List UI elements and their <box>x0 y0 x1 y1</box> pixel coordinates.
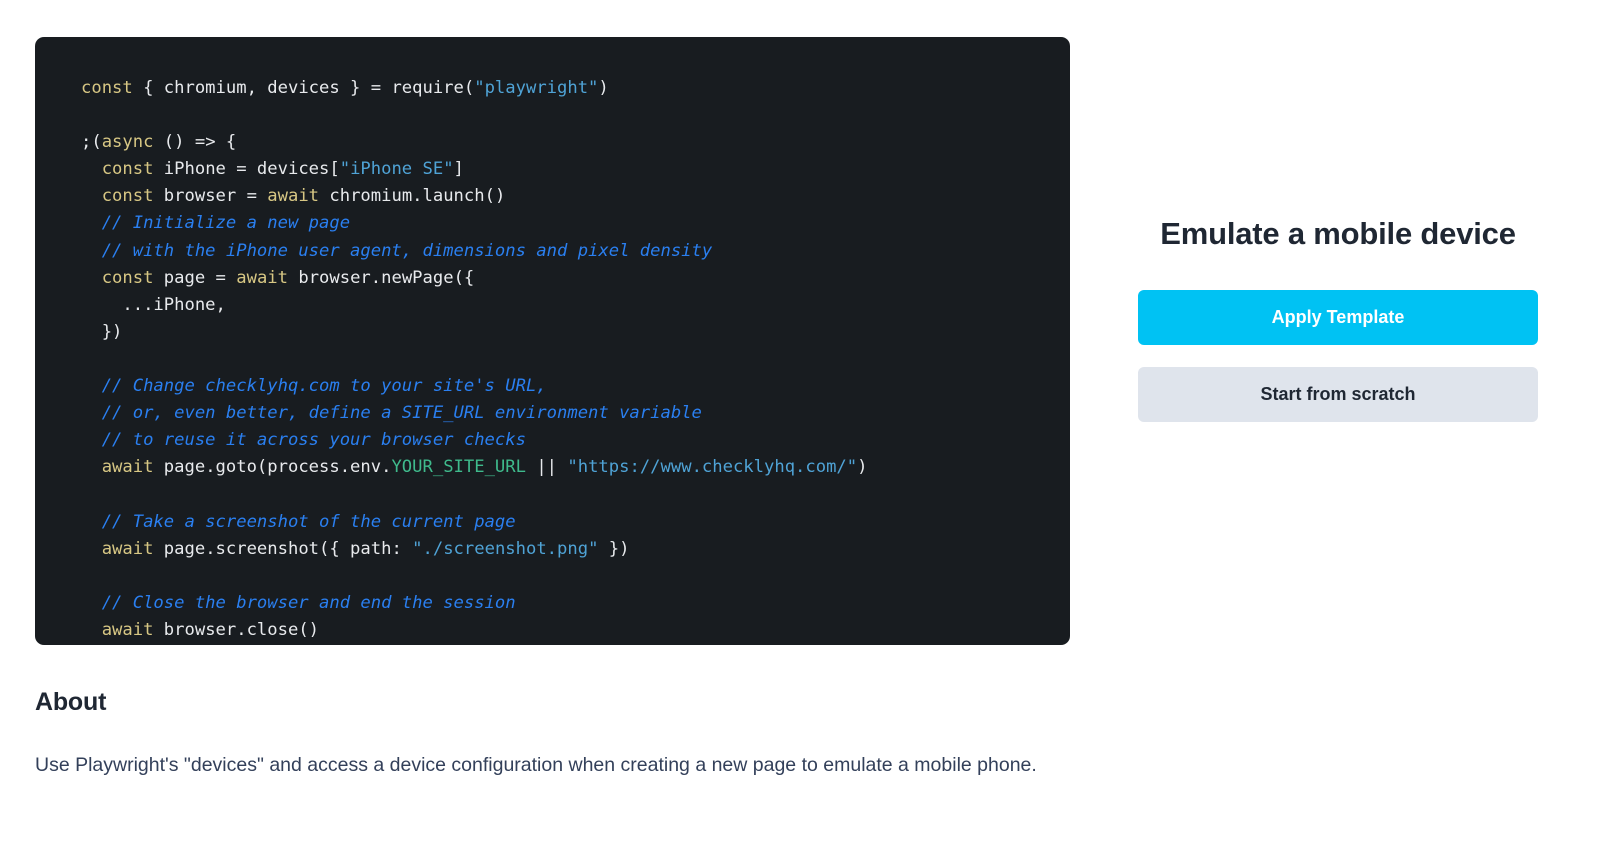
code-token: browser = <box>153 186 268 207</box>
code-token: "iPhone SE" <box>339 159 454 180</box>
about-heading: About <box>35 688 107 716</box>
code-token: const <box>101 186 154 207</box>
code-token: // with the iPhone user agent, dimension… <box>81 240 713 261</box>
code-token <box>81 539 102 559</box>
code-token: ) <box>598 78 609 98</box>
about-description: Use Playwright's "devices" and access a … <box>35 754 1037 776</box>
code-token: iPhone = devices[ <box>153 159 340 180</box>
code-token: page.goto(process.env. <box>153 457 392 478</box>
code-token: ;( <box>81 132 102 153</box>
code-token: // or, even better, define a SITE_URL en… <box>81 403 702 424</box>
code-token <box>81 457 102 477</box>
code-token: // Initialize a new page <box>81 213 351 234</box>
template-actions-panel: Emulate a mobile device Apply Template S… <box>1128 215 1548 444</box>
code-token: await <box>236 267 288 288</box>
code-token <box>81 159 102 179</box>
code-token: // Close the browser and end the session <box>81 592 516 613</box>
code-token: "https://www.checklyhq.com/" <box>567 457 858 478</box>
code-token: browser.close() <box>153 619 320 640</box>
start-from-scratch-button[interactable]: Start from scratch <box>1138 367 1538 423</box>
code-token: "playwright" <box>474 78 599 98</box>
code-token: page = <box>153 267 237 288</box>
code-token: ] <box>453 159 464 180</box>
code-token: await <box>101 457 154 478</box>
code-token <box>81 268 102 288</box>
code-token: const <box>81 78 133 98</box>
code-token: chromium.launch() <box>319 186 506 207</box>
code-token: const <box>101 159 154 180</box>
code-token: // Take a screenshot of the current page <box>81 511 516 532</box>
code-token: const <box>101 267 154 288</box>
code-token <box>81 186 102 206</box>
code-token: () => { <box>153 132 237 153</box>
code-block: const { chromium, devices } = require("p… <box>35 75 1070 644</box>
code-token: await <box>267 186 320 207</box>
page-title: Emulate a mobile device <box>1160 216 1516 251</box>
code-token: await <box>101 619 154 640</box>
apply-template-button[interactable]: Apply Template <box>1138 290 1538 346</box>
code-token: || <box>525 457 568 478</box>
code-token <box>81 620 102 640</box>
code-token: async <box>101 132 154 153</box>
code-scroll-area[interactable]: const { chromium, devices } = require("p… <box>35 37 1070 645</box>
code-token: browser.newPage({ <box>288 267 475 288</box>
code-token: // to reuse it across your browser check… <box>81 430 526 451</box>
code-token: ) <box>857 457 868 478</box>
code-snippet-panel: const { chromium, devices } = require("p… <box>35 37 1070 645</box>
code-token: "./screenshot.png" <box>412 538 599 559</box>
about-section: About Use Playwright's "devices" and acc… <box>35 688 1045 780</box>
code-token: }) <box>81 321 123 342</box>
code-token: await <box>101 538 154 559</box>
code-token: }) <box>598 538 630 559</box>
code-token: page.screenshot({ path: <box>153 538 413 559</box>
code-token: ...iPhone, <box>81 294 226 315</box>
code-token: { chromium, devices } = require( <box>132 78 475 98</box>
code-token: // Change checklyhq.com to your site's U… <box>81 376 547 397</box>
code-token: YOUR_SITE_URL <box>391 457 526 478</box>
